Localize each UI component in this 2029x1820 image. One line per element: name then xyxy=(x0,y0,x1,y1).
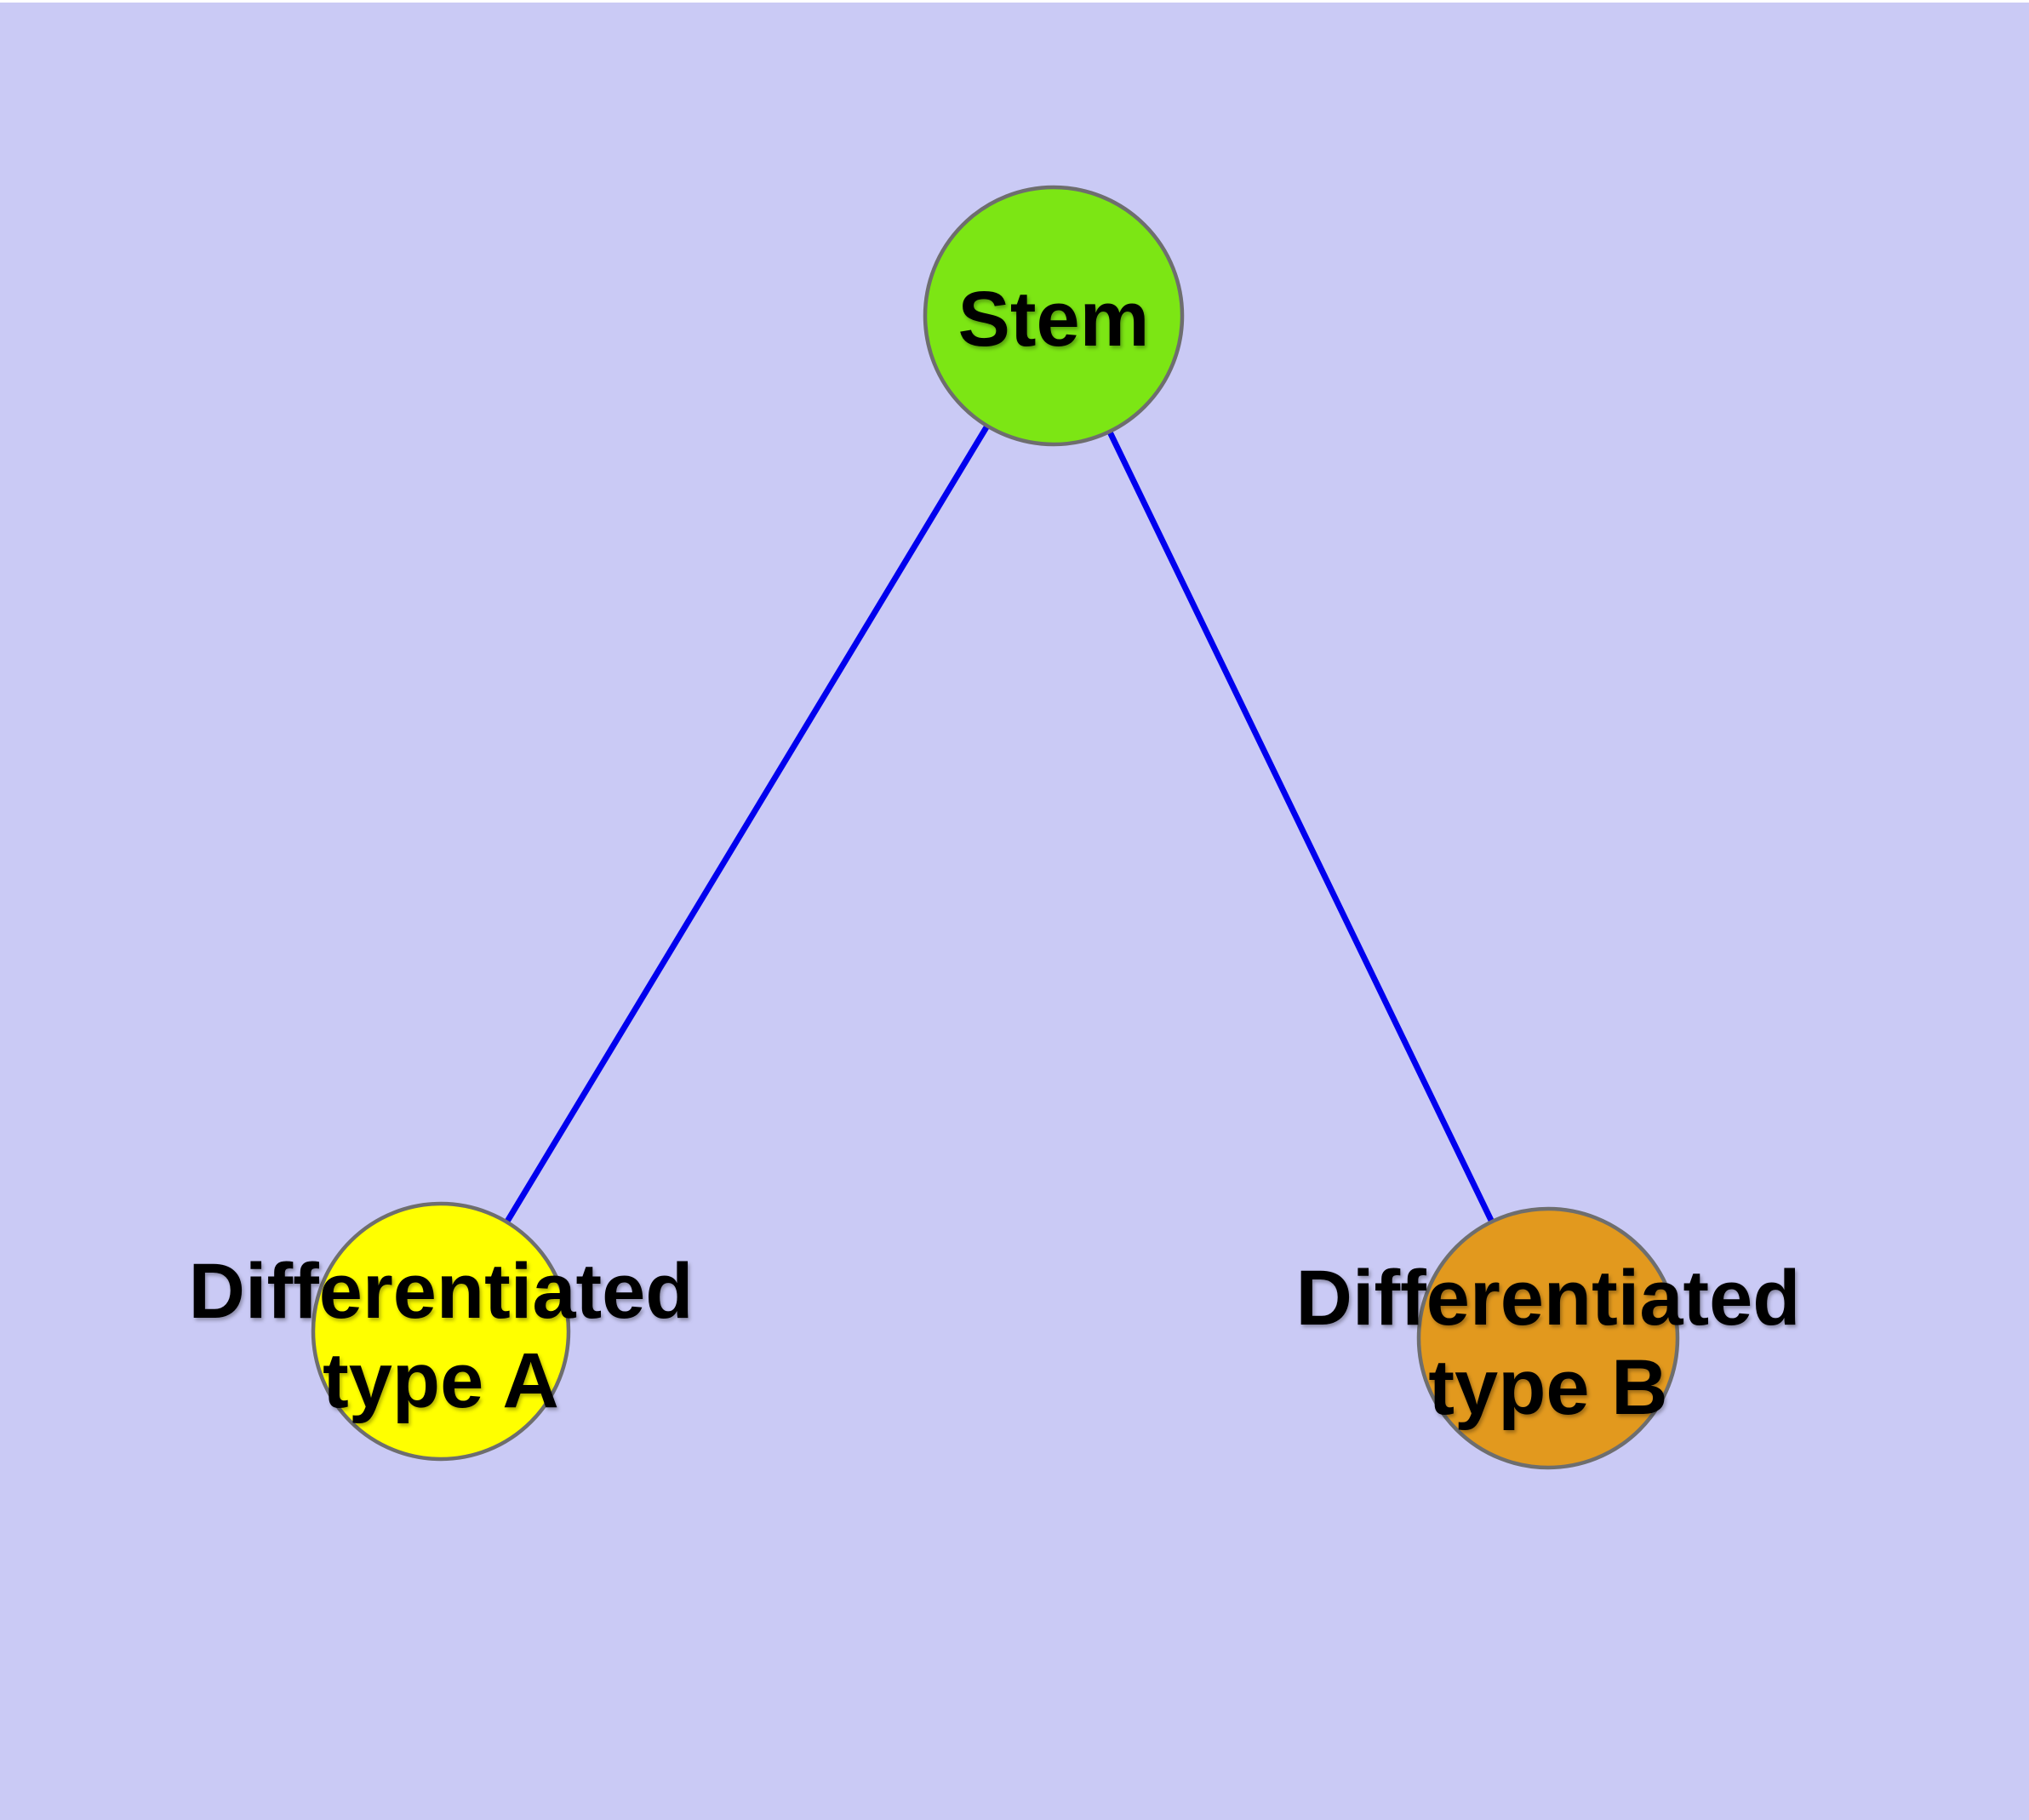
node-typeA-label-line2: type A xyxy=(323,1337,559,1424)
edge-stem-to-typeB xyxy=(1050,314,1552,1340)
node-stem-circle xyxy=(923,185,1185,447)
node-typeA-circle xyxy=(311,1201,571,1462)
node-labels: Stem Differentiated type A Differentiate… xyxy=(189,276,1801,1431)
node-typeB-circle xyxy=(1416,1206,1680,1470)
node-typeB-label-line1: Differentiated xyxy=(1296,1255,1801,1342)
edge-stem-to-typeA xyxy=(438,314,1056,1333)
node-typeA-label-line1: Differentiated xyxy=(189,1248,694,1335)
node-stem-label: Stem xyxy=(958,276,1150,363)
node-typeB-label-line2: type B xyxy=(1428,1344,1667,1431)
